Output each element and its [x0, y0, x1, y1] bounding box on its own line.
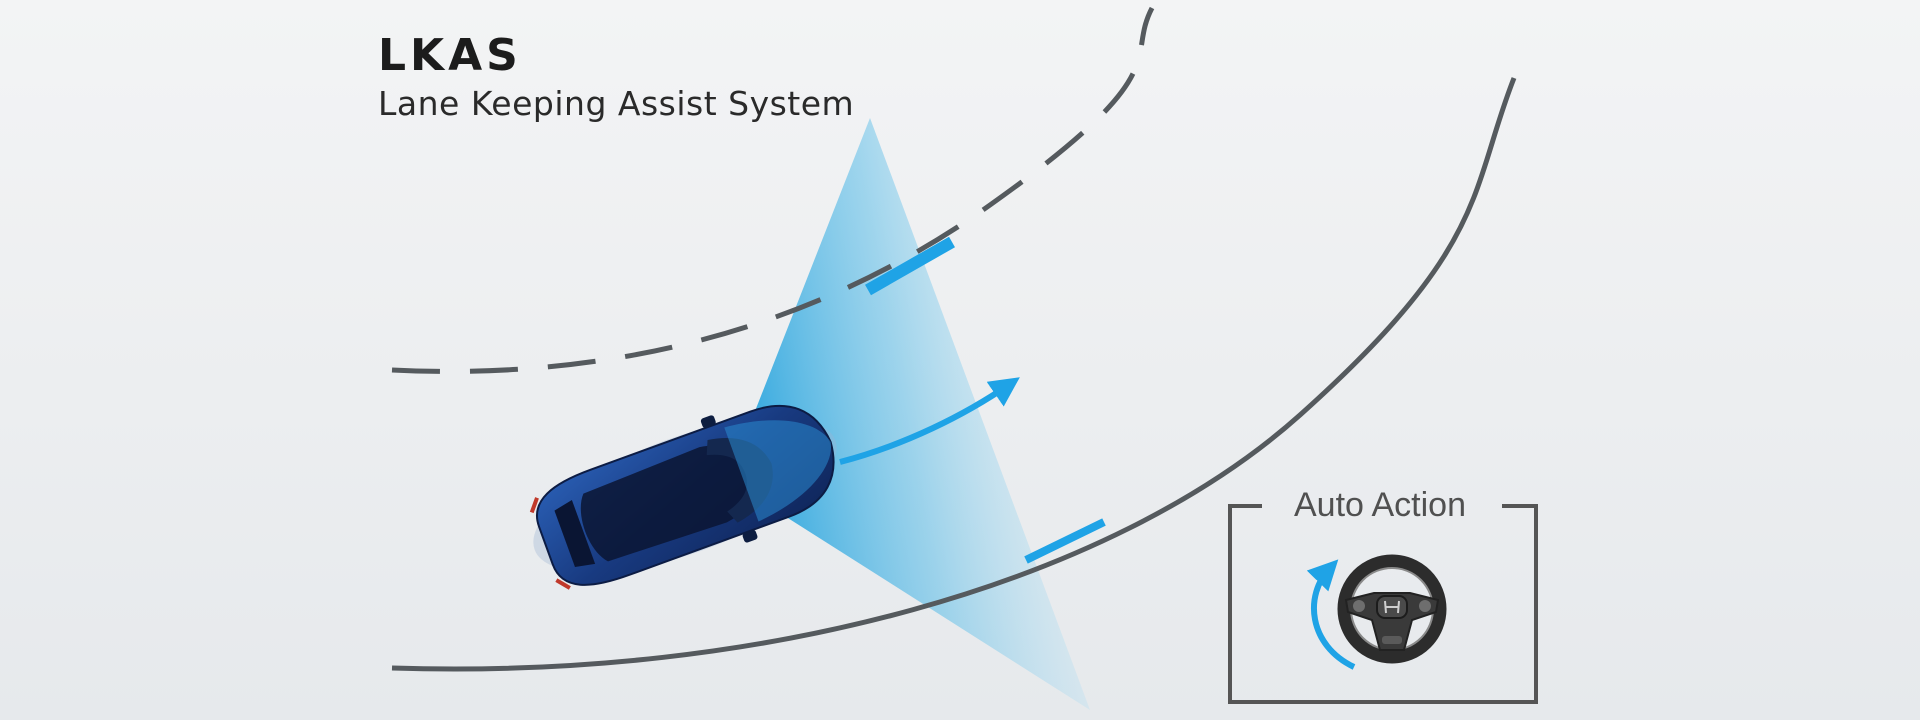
lane-detection-dashed [865, 236, 955, 296]
auto-action-label: Auto Action [1293, 486, 1466, 524]
car-icon [529, 404, 837, 590]
page-title: LKAS [378, 30, 522, 81]
camera-beam [728, 118, 1090, 710]
steering-wheel-icon [1337, 554, 1447, 664]
lane-line-dashed [391, 6, 1155, 374]
auto-action-frame [1228, 504, 1538, 704]
honda-logo-icon [1384, 600, 1400, 614]
steering-direction-arrow-icon [839, 377, 1020, 465]
page-subtitle: Lane Keeping Assist System [378, 84, 855, 123]
lane-line-solid [391, 77, 1517, 672]
lane-detection-solid [1024, 518, 1106, 564]
rotation-arrow-icon [1306, 559, 1356, 670]
